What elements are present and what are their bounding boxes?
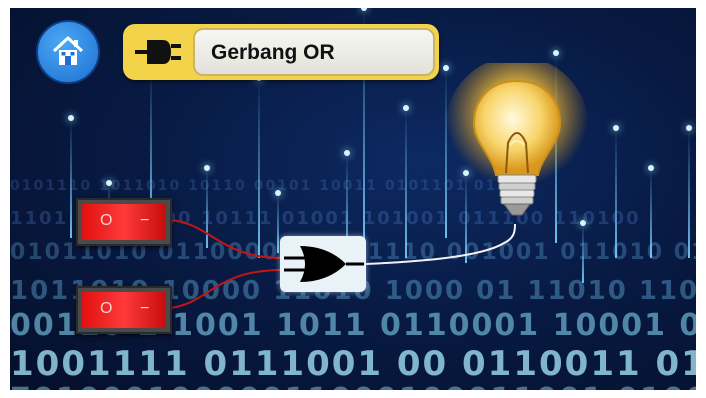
light-stream	[361, 8, 367, 248]
switch-rocker: O −	[82, 292, 166, 328]
light-stream	[403, 105, 409, 258]
switch-on-symbol: O	[100, 300, 113, 317]
wire-switch1	[169, 219, 283, 259]
light-stream	[648, 165, 654, 258]
home-icon	[52, 36, 84, 65]
wire-bulb	[365, 223, 516, 265]
wire-switch2	[169, 269, 283, 309]
or-gate	[280, 236, 366, 292]
light-stream	[580, 220, 586, 283]
binary-row: 0101110 1011010 10110 00101 10011 010110…	[10, 178, 498, 194]
home-button[interactable]	[36, 20, 100, 84]
switch-off-symbol: −	[140, 212, 150, 229]
switch-on-symbol: O	[100, 212, 113, 229]
light-stream	[68, 115, 74, 238]
light-stream	[443, 65, 449, 238]
light-stream	[344, 150, 350, 263]
input-switch-a[interactable]: O −	[76, 198, 172, 246]
circuit-scene: 0101110 1011010 10110 00101 10011 010110…	[10, 8, 696, 390]
page-title: Gerbang OR	[211, 41, 335, 64]
light-stream	[613, 125, 619, 258]
light-stream	[686, 125, 692, 258]
circuit-wires	[169, 219, 516, 309]
light-stream	[275, 190, 281, 253]
or-gate-icon	[284, 246, 364, 282]
light-bulb-icon	[445, 63, 589, 216]
switch-off-symbol: −	[140, 300, 150, 317]
input-switch-b[interactable]: O −	[76, 286, 172, 334]
light-stream	[204, 165, 210, 248]
title-banner: Gerbang OR	[123, 24, 439, 80]
plug-icon	[135, 40, 181, 64]
title-panel: Gerbang OR	[193, 28, 435, 76]
binary-row: 70100010000011000100011001 01001001 0101…	[10, 382, 696, 390]
switch-rocker: O −	[82, 204, 166, 240]
